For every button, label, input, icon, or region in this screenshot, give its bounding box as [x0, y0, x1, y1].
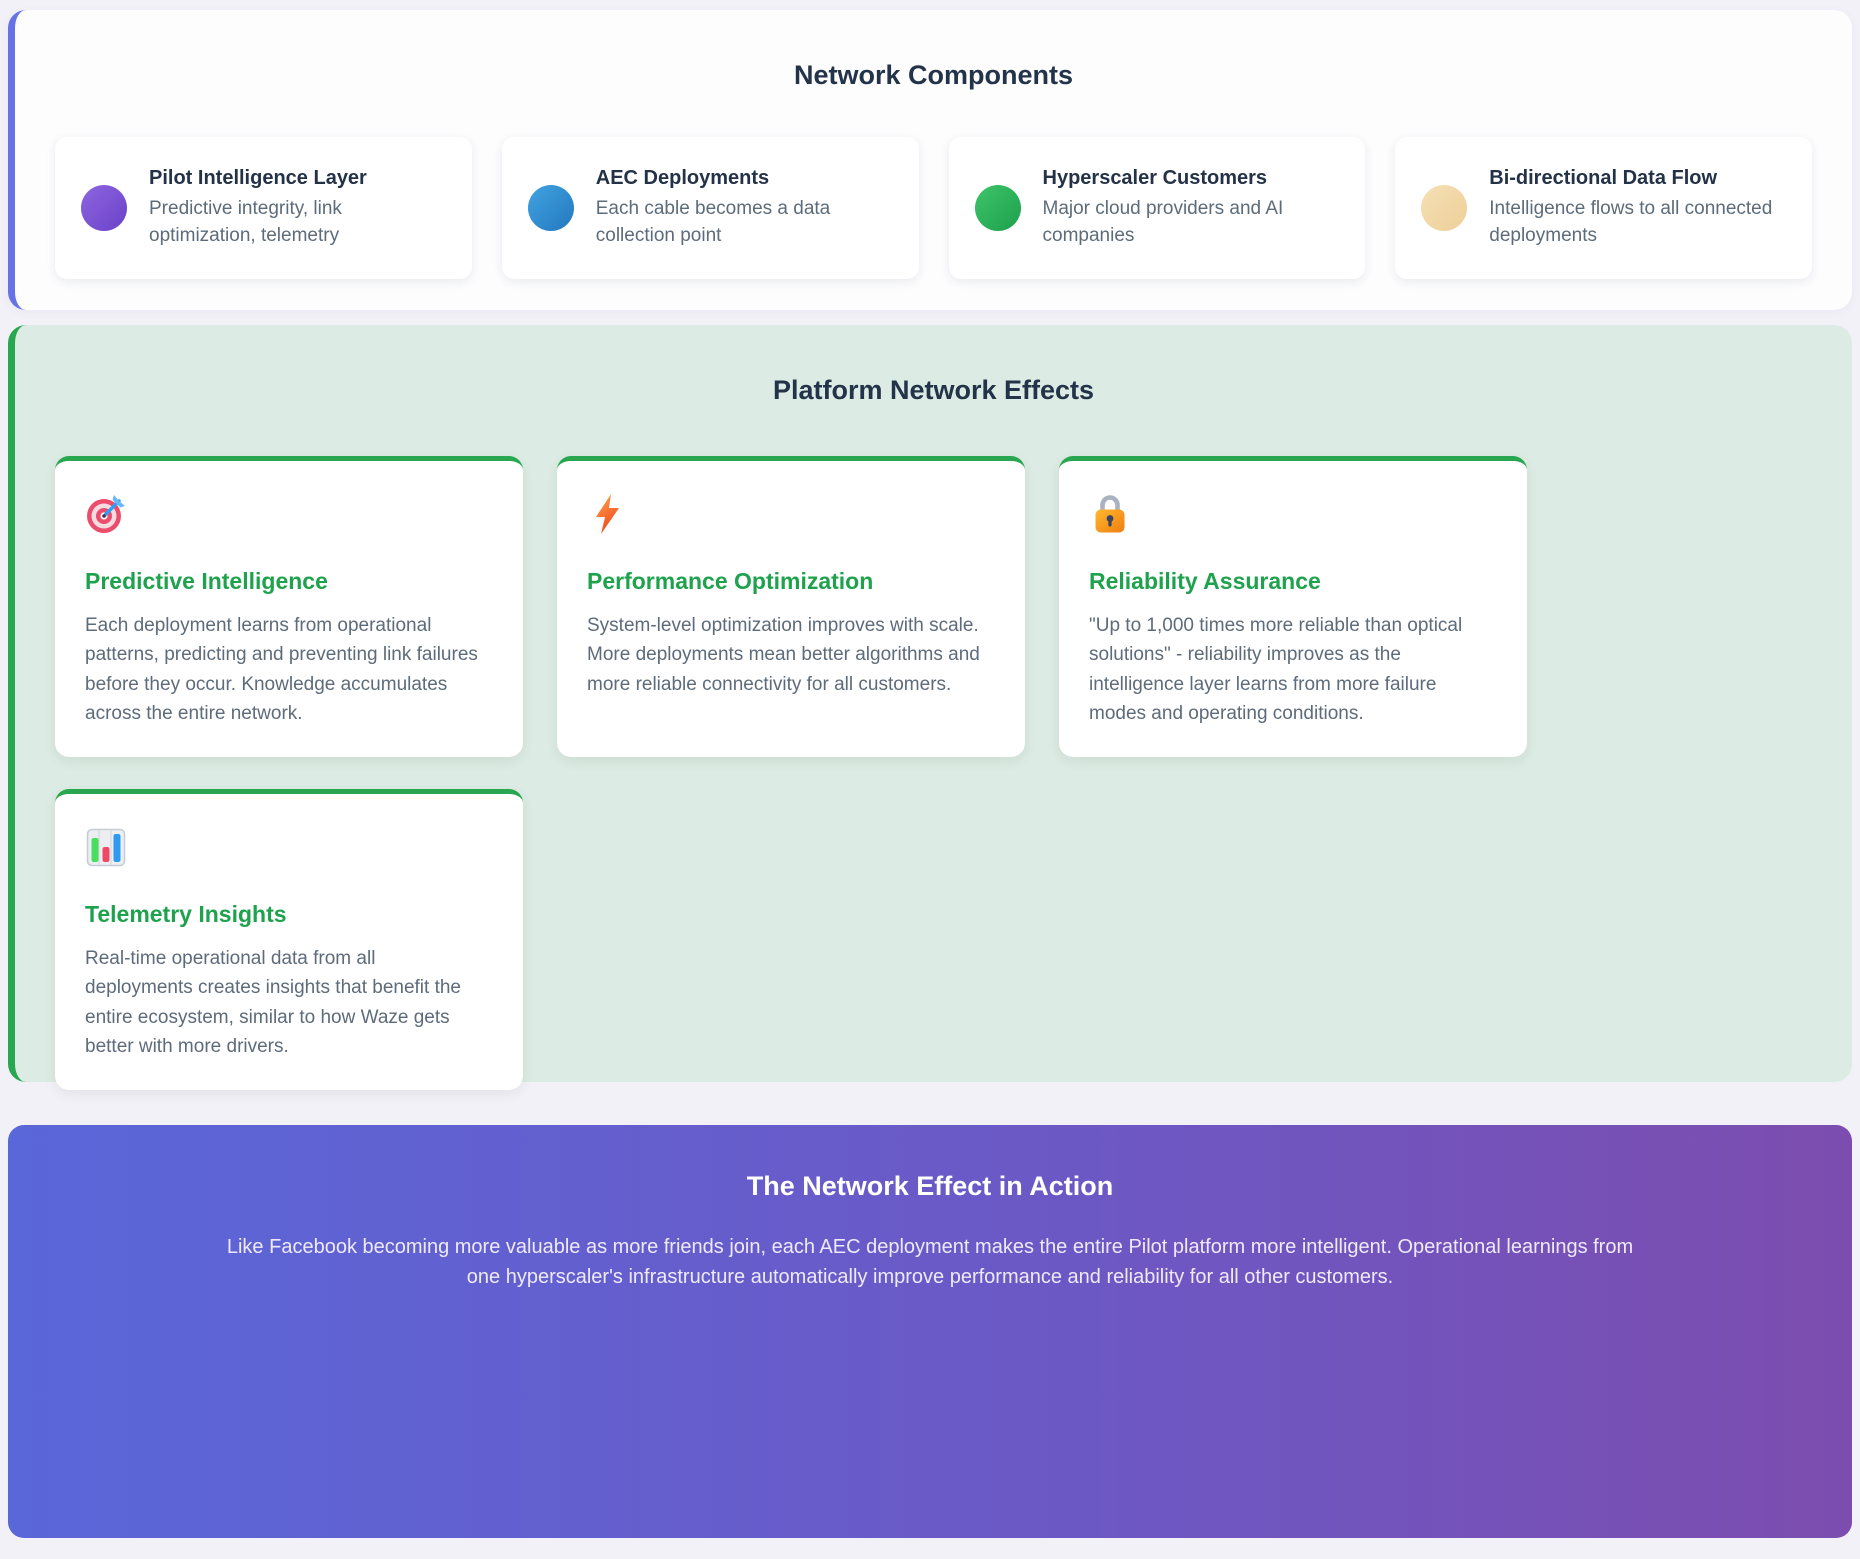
component-text: Pilot Intelligence Layer Predictive inte… [149, 167, 446, 248]
component-name: Pilot Intelligence Layer [149, 167, 367, 190]
tan-dot-icon [1421, 185, 1468, 231]
network-components-title: Network Components [793, 60, 1074, 90]
lock-icon [1095, 495, 1125, 533]
effect-title: Predictive Intelligence [85, 568, 328, 594]
component-name: AEC Deployments [595, 167, 770, 190]
lightning-icon [596, 494, 619, 534]
banner-body: Like Facebook becoming more valuable as … [226, 1236, 1634, 1288]
target-icon [87, 495, 125, 533]
component-text: Hyperscaler Customers Major cloud provid… [1043, 167, 1340, 248]
effect-description: Each deployment learns from operational … [85, 615, 478, 725]
effect-card-reliability-assurance: Reliability Assurance "Up to 1,000 times… [1059, 456, 1527, 757]
component-description: Intelligence flows to all connected depl… [1489, 198, 1773, 246]
bar-chart-icon [86, 828, 126, 867]
component-text: Bi-directional Data Flow Intelligence fl… [1489, 167, 1786, 248]
green-dot-icon [974, 185, 1021, 231]
component-card-bidirectional-data-flow: Bi-directional Data Flow Intelligence fl… [1395, 137, 1812, 279]
effects-grid: Predictive Intelligence Each deployment … [55, 456, 1812, 1090]
blue-dot-icon [527, 185, 574, 231]
effect-title: Telemetry Insights [85, 900, 287, 927]
platform-network-effects-title: Platform Network Effects [772, 375, 1095, 405]
effect-description: System-level optimization improves with … [587, 615, 980, 695]
purple-dot-icon [81, 185, 127, 231]
network-effect-banner: The Network Effect in Action Like Facebo… [8, 1125, 1852, 1538]
effect-title: Reliability Assurance [1089, 568, 1321, 594]
component-card-hyperscaler-customers: Hyperscaler Customers Major cloud provid… [948, 137, 1366, 279]
effect-card-predictive-intelligence: Predictive Intelligence Each deployment … [55, 456, 523, 757]
effect-title: Performance Optimization [587, 568, 874, 594]
platform-network-effects-section: Platform Network Effects Predictive Inte… [8, 325, 1852, 1090]
banner-title: The Network Effect in Action [746, 1171, 1114, 1201]
component-name: Hyperscaler Customers [1042, 167, 1268, 190]
component-description: Each cable becomes a data collection poi… [595, 198, 831, 246]
component-card-pilot-intelligence-layer: Pilot Intelligence Layer Predictive inte… [55, 137, 472, 279]
effect-card-performance-optimization: Performance Optimization System-level op… [557, 456, 1025, 757]
component-description: Major cloud providers and AI companies [1042, 198, 1284, 246]
network-components-row: Pilot Intelligence Layer Predictive inte… [55, 137, 1812, 279]
component-text: AEC Deployments Each cable becomes a dat… [596, 167, 893, 248]
component-description: Predictive integrity, link optimization,… [149, 198, 342, 246]
network-components-section: Network Components Pilot Intelligence La… [8, 10, 1852, 310]
effect-description: "Up to 1,000 times more reliable than op… [1089, 615, 1463, 725]
component-name: Bi-directional Data Flow [1489, 167, 1718, 190]
effect-description: Real-time operational data from all depl… [85, 947, 462, 1058]
component-card-aec-deployments: AEC Deployments Each cable becomes a dat… [501, 137, 919, 279]
effect-card-telemetry-insights: Telemetry Insights Real-time operational… [55, 788, 523, 1090]
